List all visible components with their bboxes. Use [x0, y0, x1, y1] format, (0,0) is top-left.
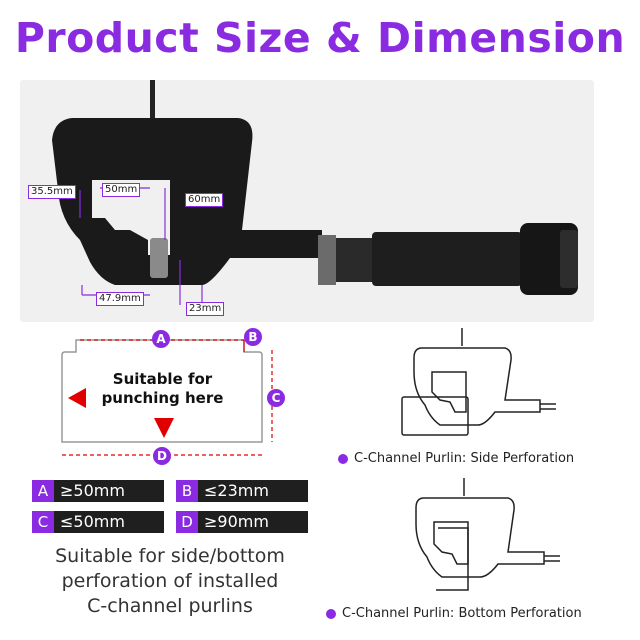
spec-value: ≥90mm — [204, 512, 269, 531]
bullet-dot-icon — [338, 453, 348, 464]
page-title: Product Size & Dimension — [14, 14, 626, 62]
spec-value: ≤50mm — [60, 512, 125, 531]
spec-badge-d: D ≥90mm — [176, 511, 308, 533]
spec-tag: A — [32, 480, 54, 502]
spec-tag: B — [176, 480, 198, 502]
side-perforation-label: C-Channel Purlin: Side Perforation — [338, 451, 574, 466]
punch-area-line: punching here — [101, 389, 224, 407]
spec-value: ≤23mm — [204, 481, 269, 500]
usage-caption: Suitable for side/bottom perforation of … — [25, 544, 315, 619]
bullet-dot-icon — [326, 608, 336, 619]
dimension-label-throat: 60mm — [185, 193, 224, 207]
caption-line: Suitable for side/bottom — [55, 545, 285, 567]
punch-area-note: Suitable for punching here — [80, 370, 245, 408]
product-photo: 35.5mm 50mm 60mm 47.9mm 23mm — [20, 80, 594, 322]
spec-tag: C — [32, 511, 54, 533]
punch-area-line: Suitable for — [112, 370, 213, 388]
dimension-letter-a: A — [152, 330, 170, 348]
dimension-label-height: 35.5mm — [28, 185, 76, 199]
bottom-perforation-label: C-Channel Purlin: Bottom Perforation — [326, 606, 582, 621]
caption-line: perforation of installed — [61, 570, 279, 592]
spec-tag: D — [176, 511, 198, 533]
dimension-label-die: 23mm — [186, 302, 225, 316]
spec-badge-b: B ≤23mm — [176, 480, 308, 502]
dimension-label-depth: 47.9mm — [96, 292, 144, 306]
dimension-letter-c: C — [267, 389, 285, 407]
dimension-letter-b: B — [244, 328, 262, 346]
dimension-label-width: 50mm — [102, 183, 141, 197]
spec-value: ≥50mm — [60, 481, 125, 500]
caption-line: C-channel purlins — [87, 595, 253, 617]
dimension-letter-d: D — [153, 447, 171, 465]
spec-badge-c: C ≤50mm — [32, 511, 164, 533]
punch-tool-image — [52, 80, 578, 305]
spec-badge-a: A ≥50mm — [32, 480, 164, 502]
